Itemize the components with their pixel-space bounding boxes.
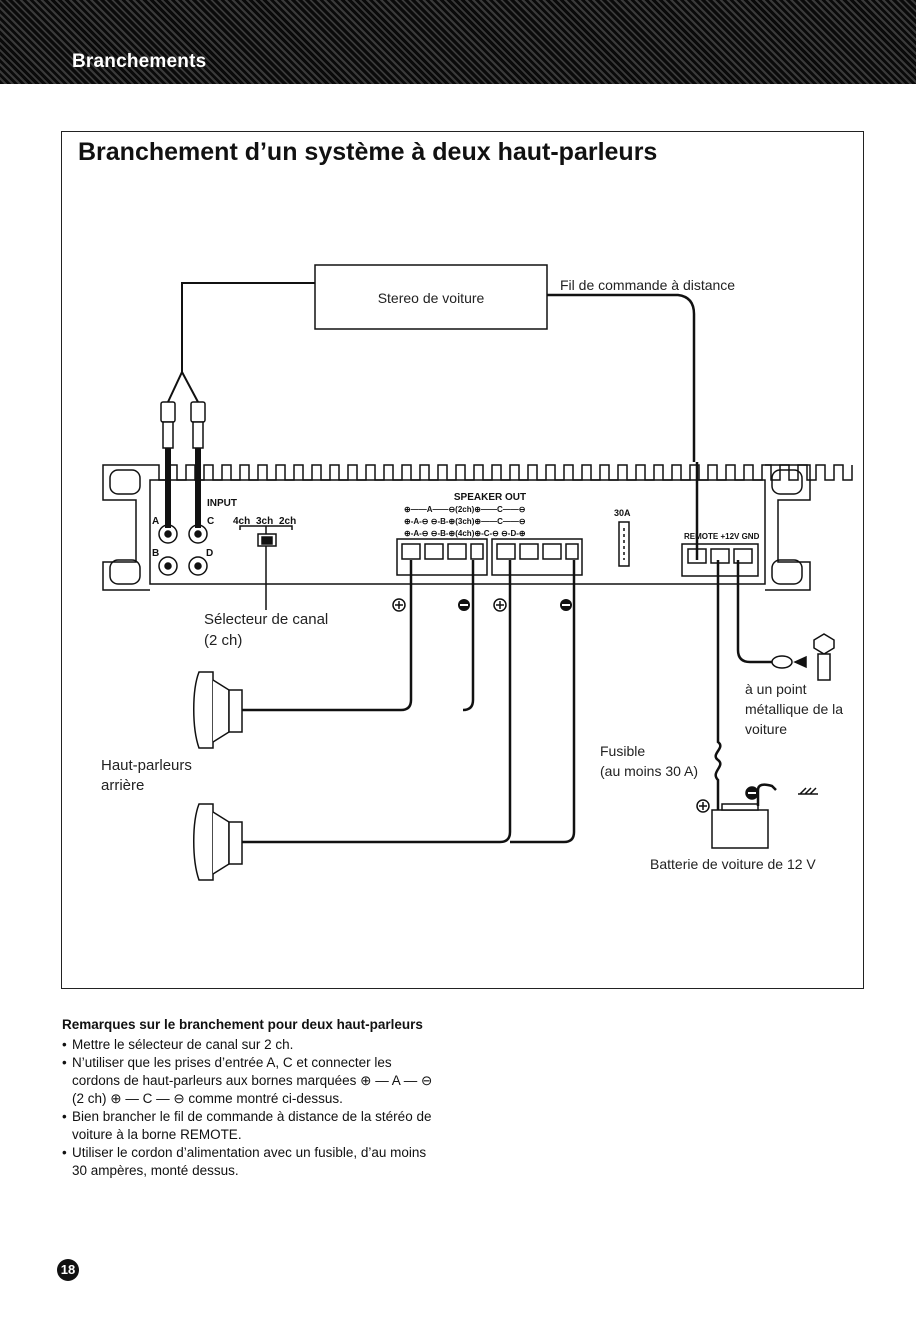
list-item: Bien brancher le fil de commande à dista… bbox=[62, 1108, 442, 1144]
header-title: Branchements bbox=[72, 51, 207, 72]
car-battery-icon bbox=[696, 783, 818, 849]
notes-list: Mettre le sélecteur de canal sur 2 ch. N… bbox=[62, 1036, 442, 1180]
speaker-out-row: ⊕-A-⊖ ⊖-B-⊕(3ch)⊕——C——⊖ bbox=[404, 517, 526, 526]
page-number: 18 bbox=[57, 1259, 79, 1281]
input-jack-a: A bbox=[152, 516, 159, 527]
input-jack-d: D bbox=[206, 548, 213, 559]
stereo-label: Stereo de voiture bbox=[378, 290, 485, 306]
input-label: INPUT bbox=[207, 498, 237, 509]
channel-selector-switch bbox=[239, 525, 293, 610]
input-jack-b: B bbox=[152, 548, 159, 559]
speaker-terminal-block bbox=[396, 538, 583, 576]
notes-title: Remarques sur le branchement pour deux h… bbox=[62, 1017, 423, 1032]
speaker-wires bbox=[242, 560, 576, 844]
amp-fuse bbox=[618, 521, 630, 567]
rca-plugs bbox=[160, 401, 206, 449]
ground-label-3: voiture bbox=[745, 721, 787, 737]
rear-speaker-icon bbox=[193, 671, 243, 749]
car-stereo-box bbox=[314, 264, 548, 330]
power-terminal-label: REMOTE +12V GND bbox=[684, 532, 760, 541]
section-title: Branchement d’un système à deux haut-par… bbox=[78, 138, 658, 166]
input-jack-c: C bbox=[207, 516, 214, 527]
power-terminal-block bbox=[681, 543, 759, 577]
input-jacks bbox=[158, 524, 208, 576]
channel-label-2ch: 2ch bbox=[279, 516, 296, 527]
selector-label-sub: (2 ch) bbox=[204, 632, 242, 649]
battery-wire bbox=[714, 560, 722, 810]
channel-label-3ch: 3ch bbox=[256, 516, 273, 527]
list-item: Utiliser le cordon d’alimentation avec u… bbox=[62, 1144, 442, 1180]
speaker-out-label: SPEAKER OUT bbox=[454, 492, 526, 503]
rear-speaker-icon bbox=[193, 803, 243, 881]
connection-notes: Remarques sur le branchement pour deux h… bbox=[62, 1016, 442, 1180]
remote-wire bbox=[547, 293, 696, 462]
remote-wire-label: Fil de commande à distance bbox=[560, 277, 735, 293]
list-item: Mettre le sélecteur de canal sur 2 ch. bbox=[62, 1036, 442, 1054]
wiring-diagram: Stereo de voiture Fil de commande à dist… bbox=[101, 264, 853, 881]
fuse-label: Fusible bbox=[600, 743, 645, 759]
speakers-label-sub: arrière bbox=[101, 777, 144, 794]
speaker-out-row: ⊕——A——⊖(2ch)⊕——C——⊖ bbox=[404, 505, 526, 514]
polarity-marks bbox=[392, 598, 572, 612]
fuse-label-sub: (au moins 30 A) bbox=[600, 763, 698, 779]
battery-label: Batterie de voiture de 12 V bbox=[650, 856, 816, 872]
speaker-out-row: ⊕-A-⊖ ⊖-B-⊕(4ch)⊕-C-⊖ ⊖-D-⊕ bbox=[404, 529, 526, 538]
amplifier-heatsink bbox=[102, 464, 853, 591]
section-header-band: Branchements bbox=[0, 0, 916, 84]
list-item: N’utiliser que les prises d’entrée A, C … bbox=[62, 1054, 442, 1108]
ground-label-2: métallique de la bbox=[745, 701, 843, 717]
selector-label: Sélecteur de canal bbox=[204, 611, 328, 628]
diagram-frame bbox=[61, 131, 864, 989]
speakers-label: Haut-parleurs bbox=[101, 757, 192, 774]
channel-label-4ch: 4ch bbox=[233, 516, 250, 527]
ground-wire bbox=[736, 560, 772, 664]
ground-label: à un point bbox=[745, 681, 807, 697]
fuse-rating-label: 30A bbox=[614, 508, 631, 518]
ground-bolt-icon bbox=[771, 633, 835, 681]
rca-cable bbox=[167, 282, 315, 403]
